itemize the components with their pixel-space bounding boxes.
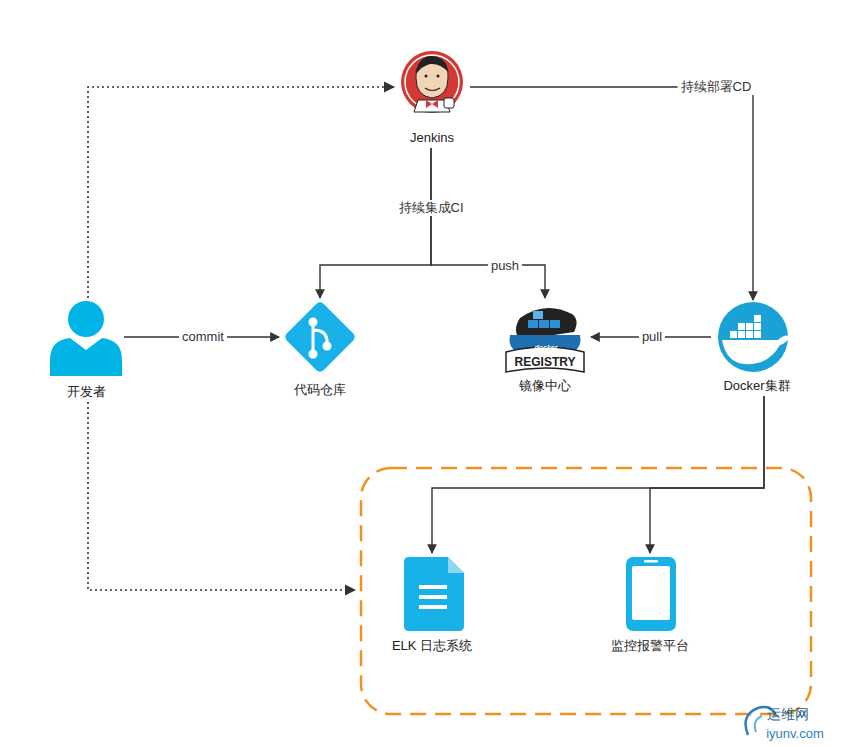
person-icon xyxy=(50,301,122,376)
elk-node: ELK 日志系统 xyxy=(386,553,479,656)
edge-label: 持续集成CI xyxy=(396,200,467,216)
watermark: iyunv.com xyxy=(766,727,824,740)
connector-arrow xyxy=(650,396,764,553)
node-label: Jenkins xyxy=(410,130,454,146)
edge-label: push xyxy=(488,258,522,274)
connector-arrow xyxy=(320,148,431,298)
node-label: Docker集群 xyxy=(723,378,790,394)
repo-node: 代码仓库 xyxy=(279,298,361,400)
node-label: 代码仓库 xyxy=(294,382,346,398)
node-label: ELK 日志系统 xyxy=(392,638,472,654)
node-label: 监控报警平台 xyxy=(611,638,689,654)
phone-icon xyxy=(626,557,676,631)
logo-text: REGISTRY xyxy=(515,356,576,368)
docker-icon xyxy=(718,302,790,372)
registry-icon xyxy=(506,308,584,372)
group-outline xyxy=(361,468,811,714)
document-icon xyxy=(404,557,464,631)
developer-node: 开发者 xyxy=(48,298,124,402)
node-label: 镜像中心 xyxy=(519,378,571,394)
connector-arrow xyxy=(88,87,394,298)
dotted-leader xyxy=(88,402,355,590)
jenkins-node: Jenkins xyxy=(394,48,470,148)
connector-arrow xyxy=(432,396,764,553)
node-label: 开发者 xyxy=(67,384,106,400)
git-icon xyxy=(283,300,357,374)
monitor-node: 监控报警平台 xyxy=(600,553,700,656)
logo-text: docker xyxy=(535,344,558,351)
edge-label: commit xyxy=(179,329,227,345)
connector-arrow xyxy=(431,148,545,298)
edge-label: 持续部署CD xyxy=(678,79,755,95)
docker-node: Docker集群 xyxy=(711,300,803,396)
connector-arrow xyxy=(470,87,753,300)
edge-label: pull xyxy=(639,329,665,345)
watermark: 运维网 xyxy=(767,707,809,721)
jenkins-icon xyxy=(401,51,463,113)
